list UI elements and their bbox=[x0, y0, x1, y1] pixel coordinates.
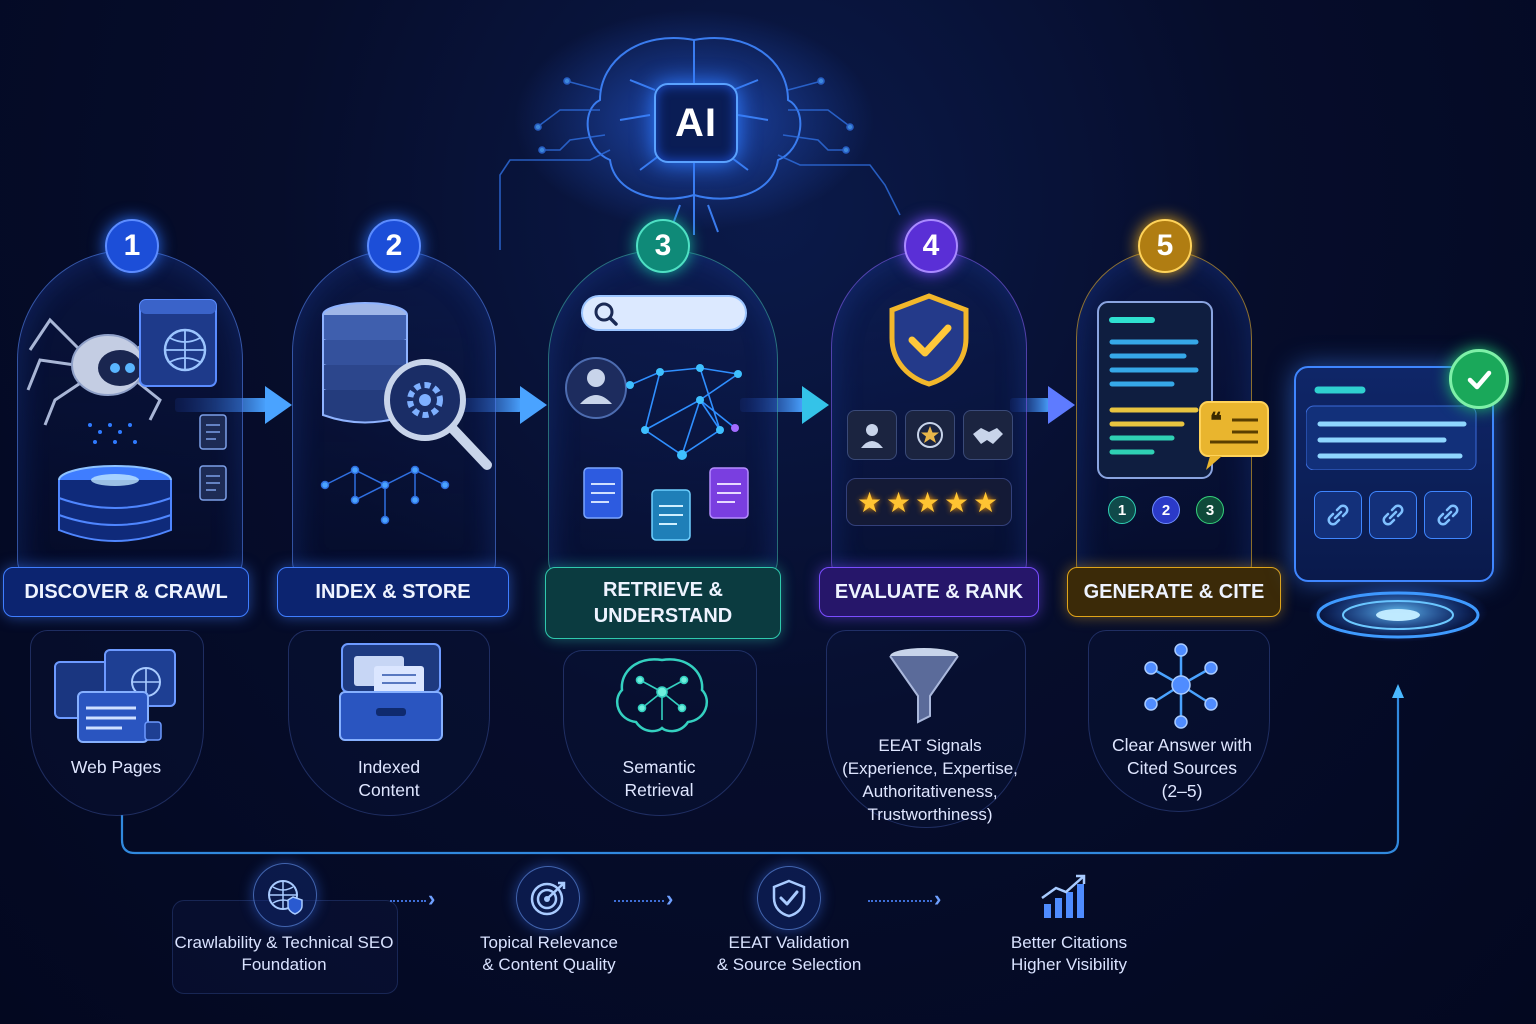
rating-bar bbox=[846, 478, 1012, 526]
success-check-icon bbox=[1449, 349, 1509, 409]
outcome-4-text: Better Citations Higher Visibility bbox=[970, 932, 1168, 976]
citation-2: 2 bbox=[1152, 496, 1180, 524]
outcome-2-icon-wrap bbox=[516, 866, 580, 930]
stage-4-detail-panel bbox=[826, 630, 1026, 828]
shield-check-icon bbox=[889, 293, 969, 387]
link-icon bbox=[1327, 504, 1349, 526]
stage-3-sub-line1: Semantic bbox=[622, 757, 696, 777]
citation-3: 3 bbox=[1196, 496, 1224, 524]
stage-4-number: 4 bbox=[904, 219, 958, 273]
star-icon: ★ bbox=[857, 487, 883, 518]
stage-3-number: 3 bbox=[636, 219, 690, 273]
stage-2-number: 2 bbox=[367, 219, 421, 273]
network-hub-icon bbox=[1144, 643, 1218, 729]
stage-3-label-line1: RETRIEVE & bbox=[602, 579, 724, 601]
source-link-3[interactable] bbox=[1424, 491, 1472, 539]
stage-2-sub: Indexed Content bbox=[298, 756, 480, 802]
outcome-1-line1: Crawlability & Technical SEO bbox=[174, 933, 394, 952]
star-icon: ★ bbox=[886, 487, 912, 518]
outcome-3-line1: EEAT Validation bbox=[728, 933, 850, 952]
chevron-right-icon: › bbox=[934, 886, 942, 911]
expert-tile bbox=[847, 410, 897, 460]
stage-4-label: EVALUATE & RANK bbox=[819, 567, 1039, 617]
stage-4-sub-line: EEAT Signals bbox=[878, 736, 982, 755]
chevron-right-icon: › bbox=[666, 886, 674, 911]
stage-1-number: 1 bbox=[105, 219, 159, 273]
growth-chart-icon bbox=[1041, 874, 1086, 918]
stage-1-sub: Web Pages bbox=[70, 757, 162, 777]
database-search-icon bbox=[320, 302, 492, 525]
shield-check-outline-icon bbox=[772, 879, 806, 918]
ai-chip: AI bbox=[654, 83, 738, 163]
outcome-3-icon-wrap bbox=[757, 866, 821, 930]
outcome-2-line2: & Content Quality bbox=[482, 955, 616, 974]
answer-document-icon: ❝ bbox=[1097, 301, 1269, 479]
answer-lines bbox=[1306, 386, 1477, 470]
star-icon: ★ bbox=[944, 487, 970, 518]
source-link-2[interactable] bbox=[1369, 491, 1417, 539]
citation-1: 1 bbox=[1108, 496, 1136, 524]
outcome-1-icon-wrap bbox=[253, 863, 317, 927]
semantic-search-icon bbox=[565, 295, 749, 541]
outcome-connector bbox=[390, 900, 426, 902]
outcome-2-text: Topical Relevance & Content Quality bbox=[450, 932, 648, 976]
web-pages-icon bbox=[54, 649, 176, 743]
stage-4-sub-line: Trustworthiness) bbox=[867, 805, 993, 824]
svg-text:❝: ❝ bbox=[1210, 408, 1222, 433]
source-link-1[interactable] bbox=[1314, 491, 1362, 539]
spider-bot-icon bbox=[26, 299, 227, 542]
stage-5-sub: Clear Answer with Cited Sources (2–5) bbox=[1093, 734, 1271, 803]
stage-3-detail-panel bbox=[563, 650, 757, 816]
globe-shield-icon bbox=[268, 880, 303, 915]
authority-tile bbox=[905, 410, 955, 460]
outcome-4-line2: Higher Visibility bbox=[1011, 955, 1127, 974]
brain-network-icon bbox=[616, 658, 708, 733]
stage-4-sub: EEAT Signals (Experience, Expertise, Aut… bbox=[830, 734, 1030, 826]
award-star-icon bbox=[917, 422, 943, 448]
archive-box-icon bbox=[339, 643, 443, 741]
stage-5-sub-line: Cited Sources bbox=[1127, 758, 1237, 778]
outcome-3-text: EEAT Validation & Source Selection bbox=[690, 932, 888, 976]
star-icon: ★ bbox=[973, 487, 999, 518]
stage-3-sub-line2: Retrieval bbox=[624, 780, 694, 800]
outcome-3-line2: & Source Selection bbox=[716, 955, 862, 974]
stage-5-label: GENERATE & CITE bbox=[1067, 567, 1281, 617]
stage-3-sub: Semantic Retrieval bbox=[573, 756, 745, 802]
link-icon bbox=[1382, 504, 1404, 526]
stage-3-label: RETRIEVE & UNDERSTAND bbox=[545, 567, 781, 639]
stage-2-label: INDEX & STORE bbox=[277, 567, 509, 617]
handshake-icon bbox=[973, 428, 1003, 444]
chevron-right-icon: › bbox=[428, 886, 436, 911]
trust-tile bbox=[963, 410, 1013, 460]
link-icon bbox=[1437, 504, 1459, 526]
outcome-4-line1: Better Citations bbox=[1010, 933, 1128, 952]
stage-5-number: 5 bbox=[1138, 219, 1192, 273]
target-icon bbox=[530, 881, 566, 916]
outcome-connector bbox=[868, 900, 932, 902]
outcome-1-text: Crawlability & Technical SEO Foundation bbox=[172, 932, 396, 976]
ai-badge-text: AI bbox=[675, 100, 717, 145]
funnel-icon bbox=[889, 648, 959, 724]
star-icon: ★ bbox=[915, 487, 941, 518]
outcome-1-line2: Foundation bbox=[241, 955, 327, 974]
outcome-2-line1: Topical Relevance bbox=[480, 933, 618, 952]
stage-3-label-line2: UNDERSTAND bbox=[593, 605, 733, 627]
stage-5-sub-line: (2–5) bbox=[1161, 781, 1203, 801]
stage-4-sub-line: Authoritativeness, bbox=[862, 782, 998, 801]
stage-1-label: DISCOVER & CRAWL bbox=[3, 567, 249, 617]
stage-2-sub-line2: Content bbox=[358, 780, 420, 800]
stage-4-sub-line: (Experience, Expertise, bbox=[842, 759, 1018, 778]
flow-arrows bbox=[175, 386, 1075, 424]
stage-5-sub-line: Clear Answer with bbox=[1111, 735, 1253, 755]
stage-2-sub-line1: Indexed bbox=[357, 757, 421, 777]
person-icon bbox=[861, 424, 883, 448]
outcome-connector bbox=[614, 900, 664, 902]
